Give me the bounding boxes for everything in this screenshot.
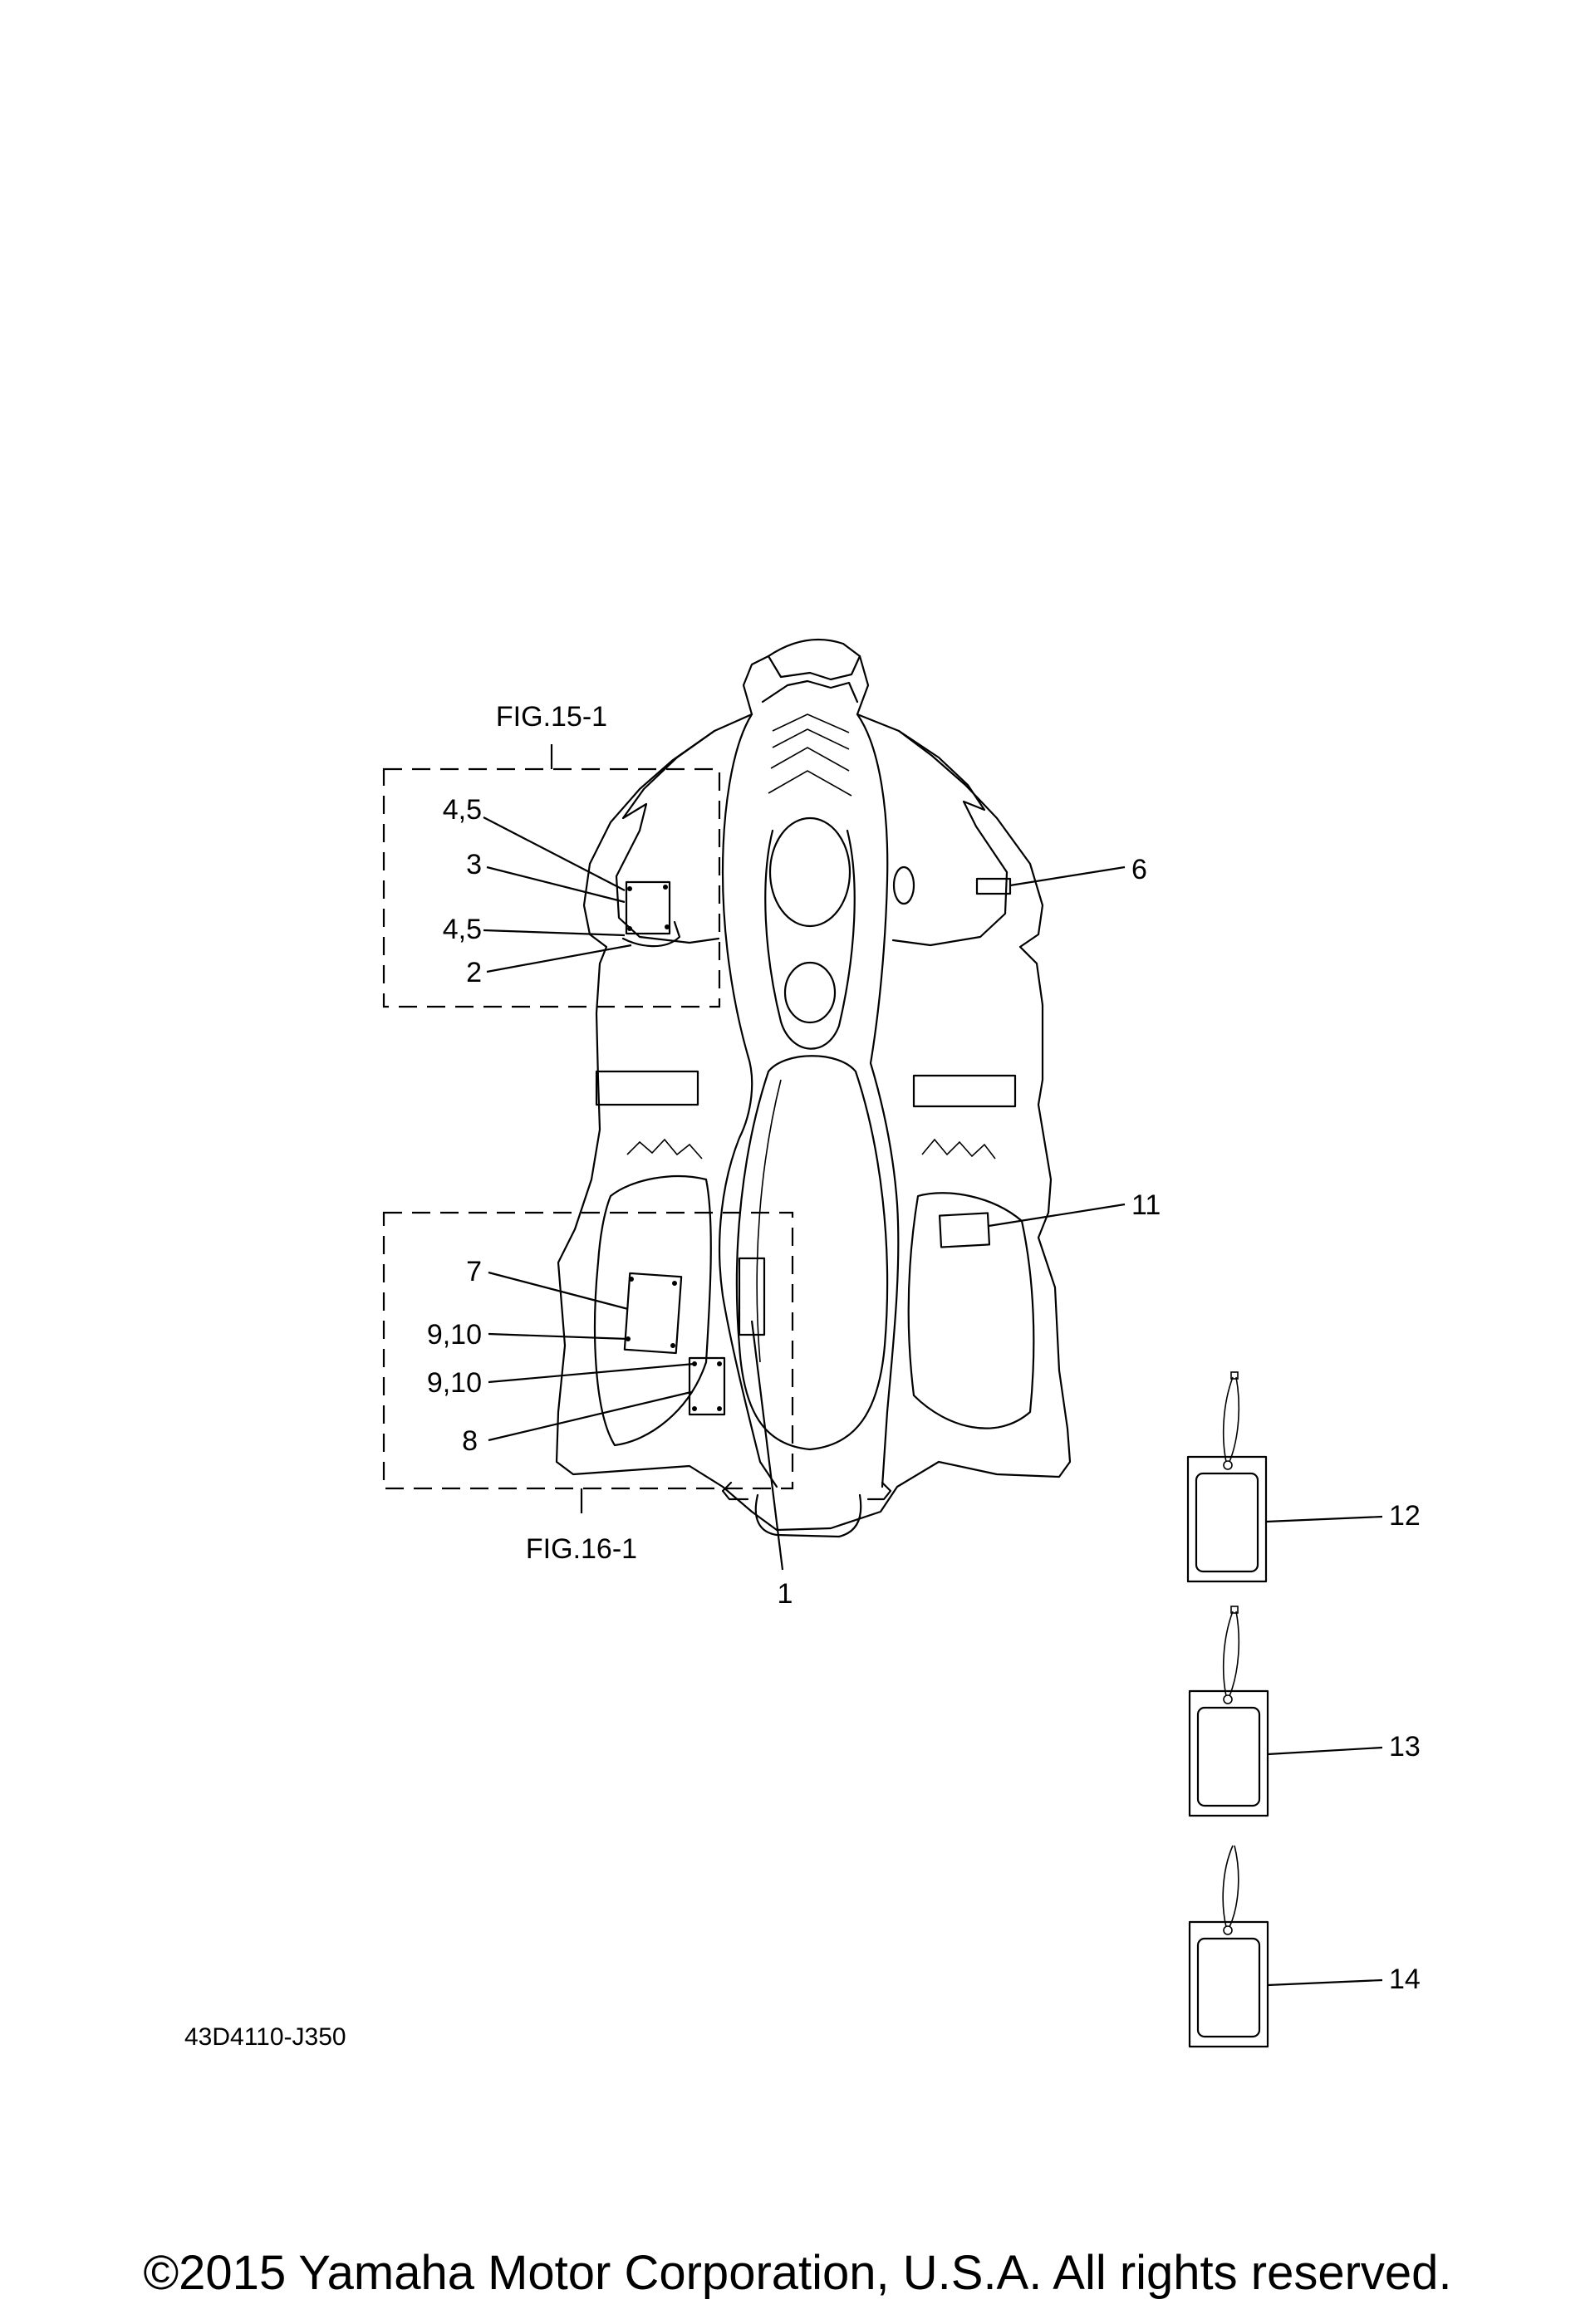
callouts: 4,5 3 4,5 2 6 11 7 9,10 9,10 8 1 bbox=[427, 794, 1161, 1610]
callout-7[interactable]: 7 bbox=[466, 1256, 482, 1287]
callout-12[interactable]: 12 bbox=[1389, 1500, 1421, 1532]
callout-2[interactable]: 2 bbox=[466, 957, 482, 988]
copyright-notice: ©2015 Yamaha Motor Corporation, U.S.A. A… bbox=[143, 2246, 1452, 2300]
hang-tag-14 bbox=[1188, 1845, 1269, 2048]
callout-8[interactable]: 8 bbox=[462, 1425, 478, 1457]
callout-9-10-bottom[interactable]: 9,10 bbox=[427, 1367, 482, 1399]
callout-11[interactable]: 11 bbox=[1131, 1189, 1161, 1221]
callout-3[interactable]: 3 bbox=[466, 849, 482, 880]
atv-top-view-drawing bbox=[555, 638, 1072, 1538]
callout-13[interactable]: 13 bbox=[1389, 1731, 1421, 1763]
callout-6[interactable]: 6 bbox=[1131, 854, 1147, 885]
hang-tag-13 bbox=[1188, 1606, 1269, 1817]
callout-4-5-top[interactable]: 4,5 bbox=[443, 794, 482, 826]
callout-14[interactable]: 14 bbox=[1389, 1964, 1421, 1995]
fig-16-1-box bbox=[382, 1211, 794, 1490]
fig-15-1-label[interactable]: FIG.15-1 bbox=[496, 701, 607, 733]
diagram-code: 43D4110-J350 bbox=[184, 2023, 346, 2051]
fig-15-1-box bbox=[382, 767, 721, 1008]
fig-16-1-label[interactable]: FIG.16-1 bbox=[526, 1533, 637, 1565]
callout-4-5-bottom[interactable]: 4,5 bbox=[443, 914, 482, 945]
hang-tag-12 bbox=[1186, 1371, 1268, 1583]
callout-9-10-top[interactable]: 9,10 bbox=[427, 1319, 482, 1351]
callout-1[interactable]: 1 bbox=[778, 1578, 793, 1610]
